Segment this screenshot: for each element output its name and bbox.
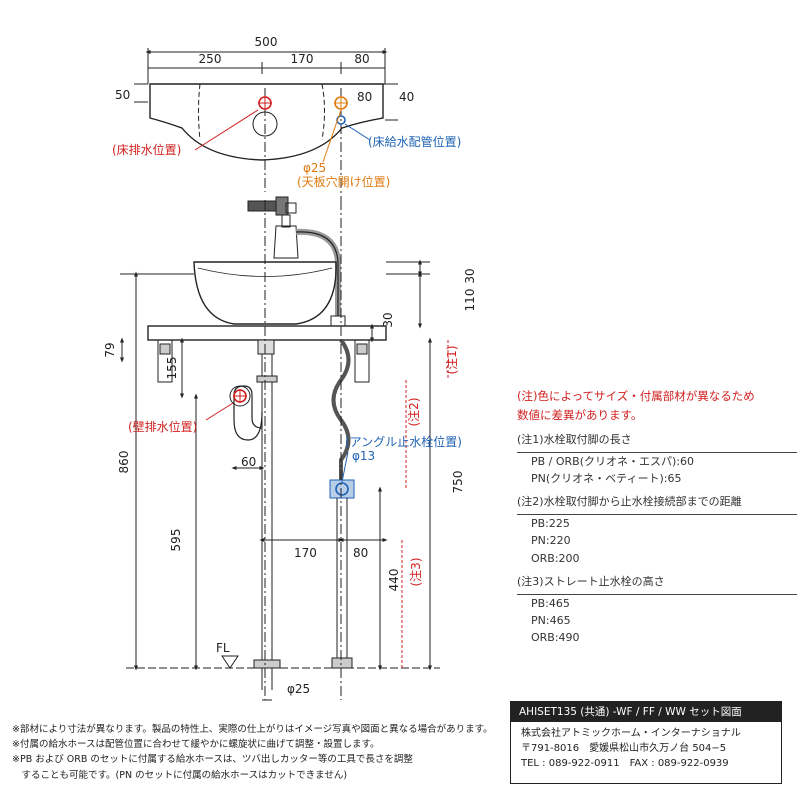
notes-header: (注)色によってサイズ・付属部材が異なるため 数値に差異があります。 (517, 387, 797, 425)
label-angle-valve: (アングル止水栓位置) (345, 434, 462, 449)
note-section-title: (注1)水栓取付脚の長さ (517, 433, 797, 454)
notes-header-line2: 数値に差異があります。 (517, 407, 643, 422)
note-line: ORB:490 (531, 630, 580, 644)
dim-counter-gap: 30 (381, 312, 395, 327)
supply-hose-icon (331, 338, 351, 480)
angle-valve-icon (329, 479, 355, 499)
note-line: PB:225 (531, 517, 570, 531)
top-view (134, 48, 398, 200)
dim-right-gap: 80 (357, 90, 372, 104)
dim-bracket: 79 (103, 342, 117, 357)
dim-drain-offset: 155 (165, 357, 179, 380)
dim-170: 170 (294, 546, 317, 560)
note-line: PN:465 (531, 613, 571, 627)
dim-80: 80 (353, 546, 368, 560)
dim-depth: 50 (115, 88, 130, 102)
dim-total-height: 860 (117, 451, 131, 474)
note-line: PN(クリオネ・ベティート):65 (531, 472, 682, 486)
label-note1: (注1) (444, 346, 459, 375)
dim-right: 80 (354, 52, 369, 66)
dim-bowl-height: 110 (463, 289, 477, 312)
footer-note: ※PB および ORB のセットに付属する給水ホースは、ツバ出しカッター等の工具… (12, 754, 413, 766)
note-section-3: (注3)ストレート止水栓の高さ PB:465 PN:465 ORB:490 (517, 575, 797, 646)
label-floor-line: FL (216, 641, 230, 655)
note-section-2: (注2)水栓取付脚から止水栓接続部までの距離 PB:225 PN:220 ORB… (517, 495, 797, 566)
bowl-outline (193, 261, 337, 325)
dim-mid: 170 (291, 52, 314, 66)
dim-bowl-top: 30 (463, 268, 477, 283)
title-block: AHISET135 (共通) -WF / FF / WW セット図面 株式会社ア… (510, 701, 782, 784)
dim-total-width: 500 (255, 35, 278, 49)
label-counter-hole: (天板穴開け位置) (297, 174, 390, 189)
basin-top-outline (149, 83, 384, 161)
note-section-title: (注2)水栓取付脚から止水栓接続部までの距離 (517, 495, 797, 516)
label-note3: (注3) (408, 558, 423, 587)
company-name: 株式会社アトミックホーム・インターナショナル (521, 728, 741, 739)
dim-floor-pipe-dia: φ25 (287, 682, 310, 696)
notes-panel: (注)色によってサイズ・付属部材が異なるため 数値に差異があります。 (注1)水… (517, 387, 797, 646)
dim-right-depth: 40 (399, 90, 414, 104)
label-note2: (注2) (406, 398, 421, 427)
floor-supply-marker-icon (336, 115, 346, 125)
dim-drain-height: 595 (169, 529, 183, 552)
company-contact: TEL : 089-922-0911 FAX : 089-922-0939 (521, 758, 729, 769)
note-line: PB:465 (531, 596, 570, 610)
dim-valve-height: 440 (387, 569, 401, 592)
footer-notes: ※部材により寸法が異なります。製品の特性上、実際の仕上がりはイメージ写真や図面と… (12, 722, 502, 783)
note-line: PB / ORB(クリオネ・エスパ):60 (531, 455, 695, 469)
label-counter-hole-dia: φ25 (303, 161, 326, 175)
counter-top (147, 325, 387, 341)
company-address: 〒791-8016 愛媛県松山市久万ノ台 504−5 (521, 743, 727, 754)
label-floor-supply: (床給水配管位置) (368, 134, 461, 149)
front-view (120, 196, 449, 701)
dim-supply-height: 750 (451, 471, 465, 494)
note-section-1: (注1)水栓取付脚の長さ PB / ORB(クリオネ・エスパ):60 PN(クリ… (517, 433, 797, 487)
label-valve-dia: φ13 (352, 449, 375, 463)
footer-note: ※部材により寸法が異なります。製品の特性上、実際の仕上がりはイメージ写真や図面と… (12, 724, 493, 735)
notes-header-line1: (注)色によってサイズ・付属部材が異なるため (517, 389, 755, 403)
note-section-title: (注3)ストレート止水栓の高さ (517, 575, 797, 595)
note-line: PN:220 (531, 534, 571, 548)
label-floor-drain: (床排水位置) (112, 142, 181, 157)
dim-left: 250 (199, 52, 222, 66)
footer-note: することも可能です。(PN のセットに付属の給水ホースはカットできません) (12, 769, 348, 781)
dim-trap-offset: 60 (241, 455, 256, 469)
note-line: ORB:200 (531, 551, 580, 565)
trap-icon (233, 385, 263, 441)
label-wall-drain: (壁排水位置) (128, 419, 197, 434)
faucet-icon (247, 196, 346, 327)
title-block-title: AHISET135 (共通) -WF / FF / WW セット図面 (511, 702, 781, 722)
footer-note: ※付属の給水ホースは配管位置に合わせて緩やかに螺旋状に曲げて調整・設置します。 (12, 739, 380, 751)
